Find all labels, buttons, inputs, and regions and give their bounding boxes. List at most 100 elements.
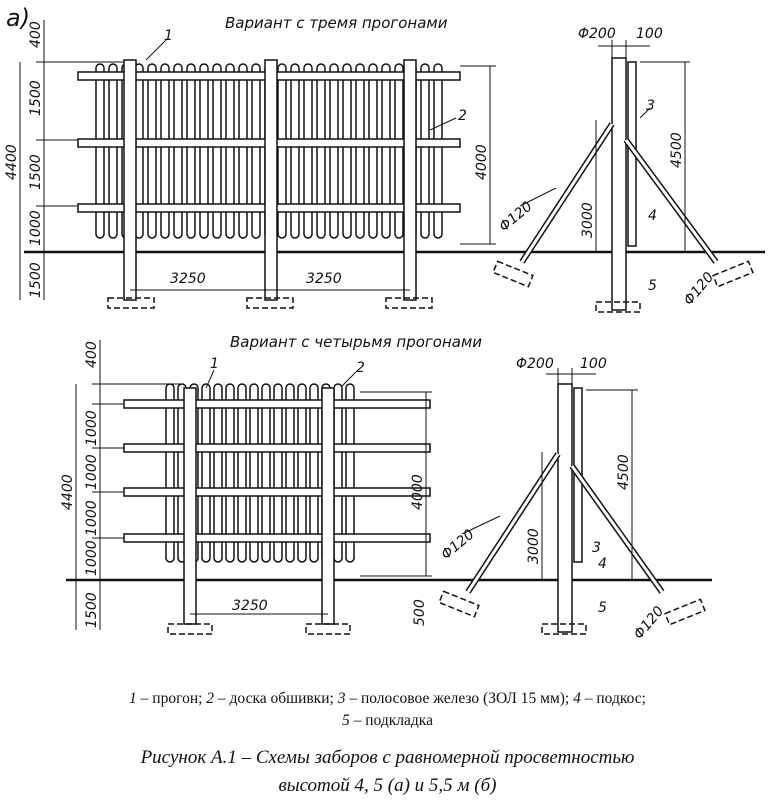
bottom-dim-height: 4000 [410,474,426,510]
fence-schemes-drawing: а) Вариант с тремя прогонами [4,4,765,643]
top-dim-span-1: 3250 [170,271,206,287]
picket-board [355,63,365,239]
top-post-2 [264,59,278,301]
bottom-front-view [66,340,712,635]
legend-line-1: 1 – прогон; 2 – доска обшивки; 3 – полос… [0,688,775,710]
bottom-side-depth: 3000 [526,528,542,564]
picket-board [212,63,222,239]
picket-board [342,63,352,239]
bottom-post-1 [183,387,197,625]
bottom-pad-2 [305,623,351,635]
top-side-callout-5: 5 [648,278,657,294]
bottom-side-brace: Φ120 [438,526,477,563]
picket-board [433,63,443,239]
picket-board [213,383,223,563]
bottom-side-callout-3: 3 [592,540,601,556]
top-callout-2: 2 [458,108,467,124]
picket-board [273,383,283,563]
top-side-callout-4: 4 [648,208,657,224]
legend-t1: – прогон; [136,690,207,707]
picket-board [251,63,261,239]
figure-caption-line-1: Рисунок А.1 – Схемы заборов с равномерно… [140,747,635,768]
bottom-side-pad-post [541,623,587,635]
bottom-dim-below: 1500 [84,592,100,628]
figure-caption: Рисунок А.1 – Схемы заборов с равномерно… [0,744,775,800]
part-label: а) [6,4,30,32]
picket-board [238,63,248,239]
top-dim-s1: 1500 [28,80,44,116]
top-side-depth: 3000 [580,202,596,238]
picket-board [420,63,430,239]
bottom-post-2 [321,387,335,625]
top-front-view: Вариант с тремя прогонами [19,14,765,309]
bottom-dim-s2: 1000 [84,454,100,490]
top-side-pad-right [712,260,754,288]
top-dim-s3: 1000 [28,210,44,246]
picket-board [249,383,259,563]
picket-board [95,63,105,239]
legend-n3: 3 [337,690,346,707]
top-dim-top: 400 [28,21,44,48]
picket-board [329,63,339,239]
picket-board [277,63,287,239]
picket-board [297,383,307,563]
bottom-side-pad-left [438,590,480,618]
picket-board [199,63,209,239]
top-dim-total: 4400 [4,144,20,180]
picket-board [303,63,313,239]
top-callout-1: 1 [164,28,173,44]
legend-n2: 2 [206,690,215,707]
bottom-dim-s4: 1000 [84,540,100,576]
picket-board [160,63,170,239]
legend-n5: 5 [342,712,350,729]
top-dim-span-2: 3250 [306,271,342,287]
top-pad-2 [246,297,294,309]
bottom-side-pad-right [664,598,706,626]
bottom-dim-top: 400 [84,341,100,368]
picket-board [381,63,391,239]
bottom-dim-total: 4400 [60,474,76,510]
top-side-brace: Φ120 [496,198,535,235]
picket-board [345,383,355,563]
top-post-1 [123,59,137,301]
picket-board [290,63,300,239]
picket-board [394,63,404,239]
picket-board [368,63,378,239]
bottom-side-height: 4500 [616,454,632,490]
top-dim-height: 4000 [474,144,490,180]
bottom-side-callout-4: 4 [598,556,607,572]
bottom-rail-1 [123,399,431,409]
bottom-side-diam-post: Φ200 [516,356,554,372]
legend-t3: – полосовое железо (ЗОЛ 15 мм); [345,690,574,707]
top-dim-below: 1500 [28,262,44,298]
legend-t4: – подкос; [580,690,646,707]
picket-board [108,63,118,239]
bottom-rail-2 [123,443,431,453]
top-side-height: 4500 [669,132,685,168]
picket-board [225,383,235,563]
legend-n1: 1 [129,690,137,707]
top-pad-1 [107,297,155,309]
bottom-rail-4 [123,533,431,543]
top-post-3 [403,59,417,301]
top-side-post [611,57,627,311]
bottom-rail-3 [123,487,431,497]
top-side-pad-post [595,301,641,313]
top-side-pad-left [492,260,534,288]
picket-board [261,383,271,563]
bottom-dim-span-1: 3250 [232,598,268,614]
top-pad-3 [385,297,433,309]
bottom-variant-title: Вариант с четырьмя прогонами [230,333,482,351]
legend-t2: – доска обшивки; [214,690,338,707]
bottom-dim-s1: 1000 [84,410,100,446]
picket-board [316,63,326,239]
top-variant-title: Вариант с тремя прогонами [225,14,448,32]
bottom-side-gap: 100 [580,356,607,372]
top-side-gap: 100 [636,26,663,42]
top-side-brace-2: Φ120 [681,269,718,308]
picket-board [201,383,211,563]
top-side-diam-post: Φ200 [578,26,616,42]
bottom-side-callout-5: 5 [598,600,607,616]
bottom-callout-2: 2 [356,360,365,376]
top-side-view [492,40,754,313]
